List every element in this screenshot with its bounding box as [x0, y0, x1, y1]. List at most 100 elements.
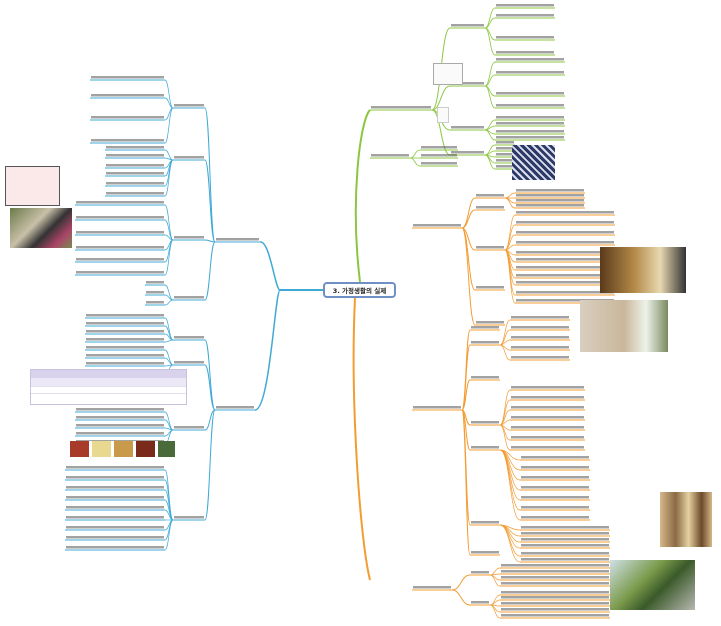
branch-line [461, 409, 471, 556]
node-label-text [516, 281, 614, 284]
branch-line [499, 449, 521, 511]
node-label-text [86, 322, 164, 325]
node-label-text [516, 221, 614, 224]
node-label-text [511, 416, 584, 419]
branch-line [504, 224, 516, 251]
node-label-text [86, 354, 164, 357]
node-label-text [521, 496, 589, 499]
node-label-text [86, 362, 164, 365]
node-label-text [496, 116, 564, 119]
branch-line [499, 399, 511, 426]
branch-line [504, 249, 516, 304]
node-label-text [511, 336, 569, 339]
node-label-text [66, 506, 164, 509]
branch-line [164, 339, 174, 343]
node-label-text [371, 154, 409, 157]
branch-line [164, 97, 174, 109]
node-label-text [511, 346, 569, 349]
node-label-text [511, 316, 569, 319]
branch-line [499, 449, 521, 521]
node-label-text [451, 24, 484, 27]
node-label-text [516, 199, 584, 202]
branch-line [204, 241, 216, 301]
node-label-text [76, 271, 164, 274]
kitchen-photo [580, 300, 668, 352]
branch-line [409, 157, 421, 167]
food-waste-photo [10, 208, 72, 248]
node-label-text [66, 526, 164, 529]
node-label-text [521, 558, 609, 561]
branch-line [164, 204, 174, 241]
node-label-text [421, 154, 457, 157]
branch-line [204, 107, 216, 243]
node-label-text [76, 216, 164, 219]
table-row [31, 393, 186, 400]
node-label-text [146, 291, 164, 294]
node-label-text [496, 165, 514, 168]
node-label-text [521, 506, 589, 509]
branch-line [204, 364, 216, 411]
orange-trunk [352, 297, 371, 581]
node-label-text [471, 551, 499, 554]
node-label-text [496, 51, 554, 54]
node-label-text [91, 139, 164, 142]
node-label-text [511, 446, 584, 449]
node-label-text [516, 299, 614, 302]
node-label-text [511, 386, 584, 389]
node-label-text [496, 136, 564, 139]
node-label-text [106, 192, 164, 195]
node-label-text [501, 596, 609, 599]
node-label-text [511, 396, 584, 399]
branch-line [484, 27, 496, 56]
floor-plan-sketch-small [437, 107, 449, 123]
node-label-text [501, 576, 609, 579]
node-label-text [106, 182, 164, 185]
node-label-text [516, 211, 614, 214]
branch-line [164, 469, 174, 521]
node-label-text [76, 408, 164, 411]
node-label-text [66, 496, 164, 499]
node-label-text [516, 258, 614, 261]
node-label-text [516, 291, 614, 294]
node-label-text [476, 194, 504, 197]
branch-line [484, 17, 496, 29]
node-label-text [216, 238, 259, 241]
node-label-text [471, 376, 499, 379]
node-label-text [516, 204, 584, 207]
data-table [30, 369, 187, 405]
node-label-text [496, 130, 564, 133]
branch-line [504, 214, 516, 251]
node-label-text [91, 116, 164, 119]
node-label-text [476, 246, 504, 249]
node-label-text [174, 104, 204, 107]
node-label-text [371, 106, 431, 109]
node-label-text [521, 486, 589, 489]
branch-line [164, 107, 174, 144]
node-label-text [86, 346, 164, 349]
node-label-text [66, 536, 164, 539]
node-label-text [516, 266, 614, 269]
central-node[interactable]: 3. 가정생활의 실제 [323, 282, 396, 298]
branch-line [504, 197, 516, 209]
branch-line [489, 574, 501, 587]
branch-line [484, 85, 496, 109]
node-label-text [501, 564, 609, 567]
node-label-text [471, 601, 489, 604]
branch-line [461, 209, 476, 229]
branch-line [204, 159, 216, 243]
node-label-text [516, 189, 584, 192]
node-label-text [496, 147, 514, 150]
table-subheader [31, 378, 186, 386]
node-label-text [91, 76, 164, 79]
dining-room-photo [600, 247, 686, 293]
node-label-text [496, 92, 564, 95]
branch-line [164, 234, 174, 241]
node-label-text [216, 406, 254, 409]
branch-line [204, 409, 216, 431]
node-label-text [521, 516, 589, 519]
branch-line [484, 74, 496, 87]
branch-line [164, 157, 174, 161]
node-label-text [86, 338, 164, 341]
branch-line [499, 424, 511, 451]
node-label-text [471, 521, 499, 524]
